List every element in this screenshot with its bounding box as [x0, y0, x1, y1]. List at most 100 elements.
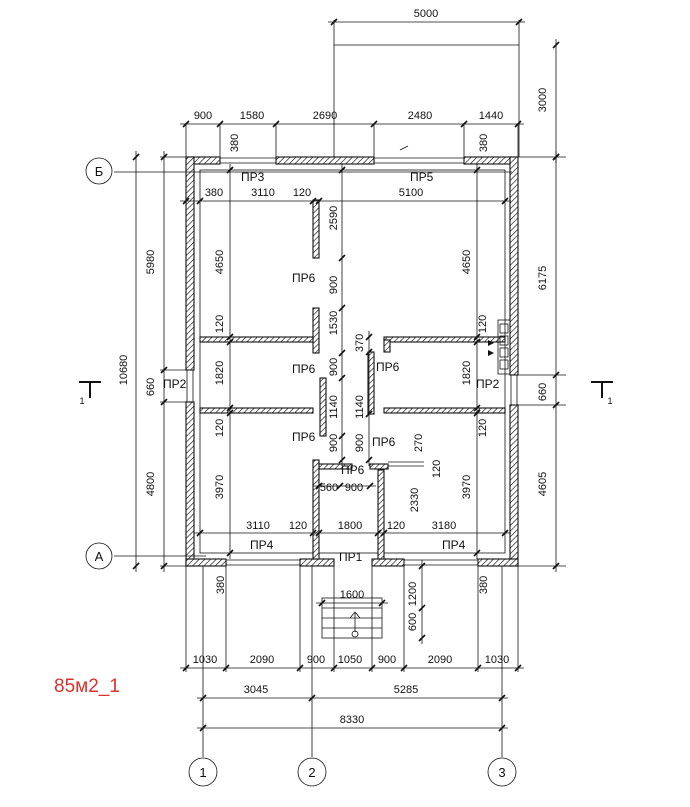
- dim-in-top-3: 5100: [399, 187, 423, 199]
- dim-tick: [473, 404, 481, 412]
- dim-top-offset-r: 380: [478, 134, 490, 152]
- lintel-pr2-left: ПР2: [163, 377, 187, 391]
- dim-top-porch: 5000: [414, 8, 438, 20]
- axis-markers: Б А 1 2 3: [85, 157, 517, 787]
- dim-tick: [338, 304, 346, 312]
- dim-left-2: 4800: [145, 472, 157, 496]
- dim-porch-width: 1600: [340, 589, 364, 601]
- dim-top-4: 1440: [479, 110, 503, 122]
- wall-right-lower: [509, 404, 519, 567]
- dim-tick: [418, 604, 426, 612]
- dim-tick: [226, 404, 234, 412]
- dim-lcol-4: 3970: [214, 475, 226, 499]
- wall-stub: [383, 339, 391, 353]
- wall-left-lower: [185, 401, 195, 567]
- dim-tick: [418, 634, 426, 642]
- dim-bot-off-l: 380: [215, 576, 227, 594]
- wall-bottom-b: [299, 558, 335, 567]
- axis-bubble-3: [487, 757, 517, 787]
- wall-h-bath: [318, 463, 353, 470]
- dim-tick: [473, 549, 481, 557]
- lintel-pr6-d: ПР6: [292, 430, 316, 444]
- axis-label-3: 3: [498, 765, 505, 780]
- wall-h-right-2: [383, 407, 506, 414]
- dim-top-3: 2480: [408, 110, 432, 122]
- lintel-pr5: ПР5: [410, 170, 434, 184]
- dim-tick: [418, 562, 426, 570]
- wall-h-right-1: [383, 336, 506, 343]
- dim-bot-4: 900: [378, 654, 396, 666]
- dim-in-top-2: 120: [293, 187, 311, 199]
- dim-tick: [338, 254, 346, 262]
- wall-h-left-2: [199, 407, 314, 414]
- dim-left-1: 660: [145, 378, 157, 396]
- dim-corr-2: 1530: [328, 311, 340, 335]
- dim-rcol-4: 3970: [461, 475, 473, 499]
- dim-tick: [338, 374, 346, 382]
- dim-axes-0: 3045: [244, 684, 268, 696]
- section-label-right: 1: [607, 396, 612, 406]
- dim-left-total: 10680: [118, 355, 130, 386]
- dim-total: 8330: [340, 714, 364, 726]
- dim-tick: [338, 432, 346, 440]
- dim-tick: [226, 549, 234, 557]
- section-label-left: 1: [79, 396, 84, 406]
- wall-h-left-1: [199, 336, 314, 343]
- dim-corr-6: 1140: [354, 395, 366, 419]
- dim-right-1: 660: [537, 383, 549, 401]
- dim-corr-9: 270: [413, 434, 425, 452]
- dim-door-0: 560: [320, 482, 338, 494]
- dim-tick: [336, 482, 344, 490]
- axis-label-b: Б: [95, 164, 104, 179]
- section-markers: 1 1: [79, 381, 613, 406]
- dim-tick: [552, 41, 560, 49]
- dim-corr-7: 900: [328, 434, 340, 452]
- dim-tick: [365, 410, 373, 418]
- dim-tick: [365, 456, 373, 464]
- dim-tick: [226, 333, 234, 341]
- dim-tick: [315, 482, 323, 490]
- dim-tick: [132, 153, 140, 161]
- dim-tick: [366, 482, 374, 490]
- dim-corr-5: 1140: [328, 395, 340, 419]
- dim-tick: [473, 338, 481, 346]
- wall-v-mid-r: [367, 351, 375, 415]
- dim-in-top-0: 380: [205, 187, 223, 199]
- dimension-lines: [132, 18, 566, 732]
- dim-tick: [182, 197, 190, 205]
- dim-axes-1: 5285: [394, 684, 418, 696]
- dim-rcol-3: 120: [477, 419, 489, 437]
- dim-tick: [365, 348, 373, 356]
- dim-rcol-2: 1820: [461, 361, 473, 385]
- dim-porch-depth-1: 600: [407, 613, 419, 631]
- dim-tick: [374, 529, 382, 537]
- dim-tick: [132, 562, 140, 570]
- axis-bubble-2: [297, 757, 327, 787]
- axis-bubble-b: [85, 157, 113, 185]
- dim-tick: [473, 409, 481, 417]
- dimension-texts: 5000 900 1580 2690 2480 1440 380 380 300…: [118, 8, 549, 726]
- dim-bot-off-r: 380: [478, 576, 490, 594]
- dim-brow-2: 1800: [338, 520, 362, 532]
- dim-top-1: 1580: [240, 110, 264, 122]
- dim-top-offset-l: 380: [229, 134, 241, 152]
- entry-stairs: [321, 597, 383, 639]
- dim-tick: [315, 197, 323, 205]
- dim-corr-0: 2590: [328, 206, 340, 230]
- wall-top-mid: [275, 156, 375, 165]
- dim-corr-8: 900: [354, 434, 366, 452]
- lintel-pr1: ПР1: [339, 550, 363, 564]
- dim-corr-10: 120: [431, 460, 443, 478]
- lintel-pr4-left: ПР4: [250, 538, 274, 552]
- interior-walls: [199, 199, 506, 560]
- axis-bubble-a: [85, 542, 113, 570]
- lintel-labels: ПР3 ПР5 ПР6 ПР6 ПР6 ПР6 ПР6 ПР6 ПР2 ПР2 …: [163, 170, 500, 564]
- dim-tick: [338, 456, 346, 464]
- dim-tick: [380, 529, 388, 537]
- dim-tick: [196, 197, 204, 205]
- lintel-pr6-a: ПР6: [292, 271, 316, 285]
- axis-label-a: А: [95, 549, 104, 564]
- dim-brow-4: 3180: [432, 520, 456, 532]
- drawing-title: 85м2_1: [54, 676, 120, 697]
